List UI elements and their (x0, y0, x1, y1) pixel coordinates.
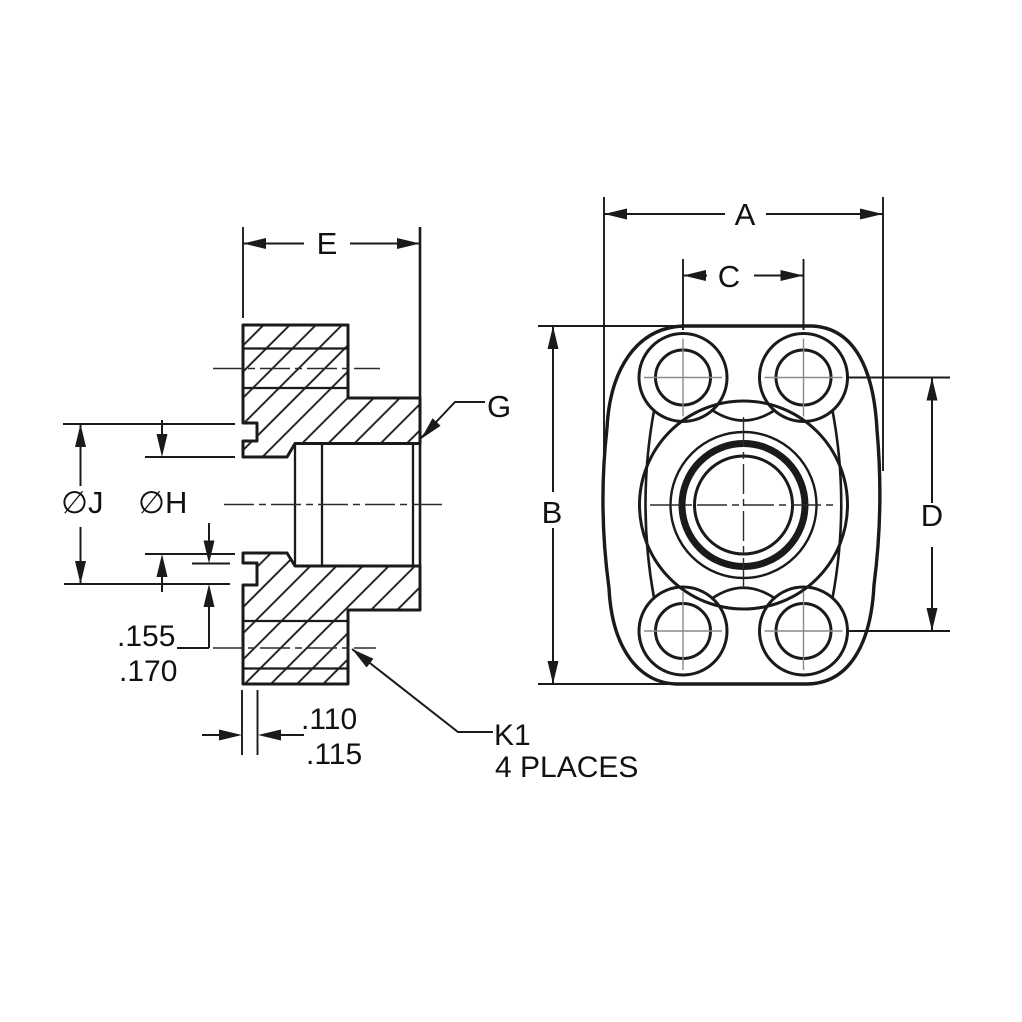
arrowhead (75, 561, 86, 584)
dim-label-J: ∅J (61, 485, 104, 520)
arrowhead (352, 649, 374, 668)
dim-C: C (682, 259, 805, 330)
dim-label-D: D (921, 498, 943, 533)
flange-outline (601, 324, 882, 686)
arrowhead (604, 208, 627, 220)
dim-B: B (538, 325, 678, 685)
arrowhead (156, 554, 168, 577)
boss-circle (638, 399, 849, 611)
arrowhead (421, 418, 441, 439)
arrowhead (258, 729, 281, 741)
leader-line (420, 401, 485, 439)
arrowhead (156, 434, 168, 457)
arrowhead (397, 238, 420, 249)
dim-depth-110-115: .110 .115 (202, 690, 362, 771)
bolt-hole-bottom-left (637, 585, 729, 677)
dim-value-step-max: .170 (119, 655, 177, 688)
arrowhead (243, 238, 266, 249)
dim-value-step-min: .155 (117, 620, 175, 653)
dim-E: E (242, 226, 420, 318)
dim-value-depth-min: .110 (301, 703, 357, 736)
dim-step-155-170: .155 .170 (117, 523, 230, 688)
arrowhead (203, 584, 215, 607)
spotface-circle (637, 332, 729, 423)
bolt-hole-top-left (637, 332, 729, 423)
dim-J: ∅J (61, 423, 235, 585)
arrowhead (219, 729, 242, 741)
dim-label-A: A (735, 197, 756, 232)
bolt-hole-bottom-right (758, 585, 849, 677)
section-upper-half (241, 323, 422, 459)
callout-K1: K1 4 PLACES (351, 648, 638, 784)
arrowhead (203, 540, 215, 564)
front-face-view: A C B D (538, 197, 950, 686)
dim-label-C: C (718, 259, 740, 294)
arrowhead (547, 326, 559, 349)
arrowhead (926, 377, 938, 401)
callout-G: G (420, 389, 511, 439)
dim-label-G: G (487, 389, 511, 424)
callout-note-4places: 4 PLACES (495, 751, 638, 784)
leader-line (351, 648, 493, 733)
side-section-view: E G ∅J ∅H (61, 226, 638, 784)
dim-value-depth-max: .115 (306, 738, 362, 771)
arrowhead (75, 424, 86, 447)
arrowhead (683, 270, 706, 281)
dim-D: D (847, 376, 950, 632)
arrowhead (780, 270, 804, 281)
arrowhead (926, 608, 938, 631)
dim-label-B: B (542, 495, 563, 530)
section-center-lines (213, 367, 442, 649)
section-lower-half (241, 551, 422, 686)
arrowhead (860, 208, 883, 220)
section-bolt-hole-edges (243, 347, 348, 670)
bolt-hole-top-right (758, 332, 849, 423)
center-bore (638, 399, 849, 611)
dim-A: A (603, 197, 884, 477)
arrowhead (547, 661, 559, 684)
spotface-circle (637, 585, 729, 677)
dim-H: ∅H (138, 420, 235, 592)
callout-label-K1: K1 (494, 719, 531, 752)
dim-label-E: E (317, 226, 338, 261)
dim-label-H: ∅H (138, 485, 187, 520)
